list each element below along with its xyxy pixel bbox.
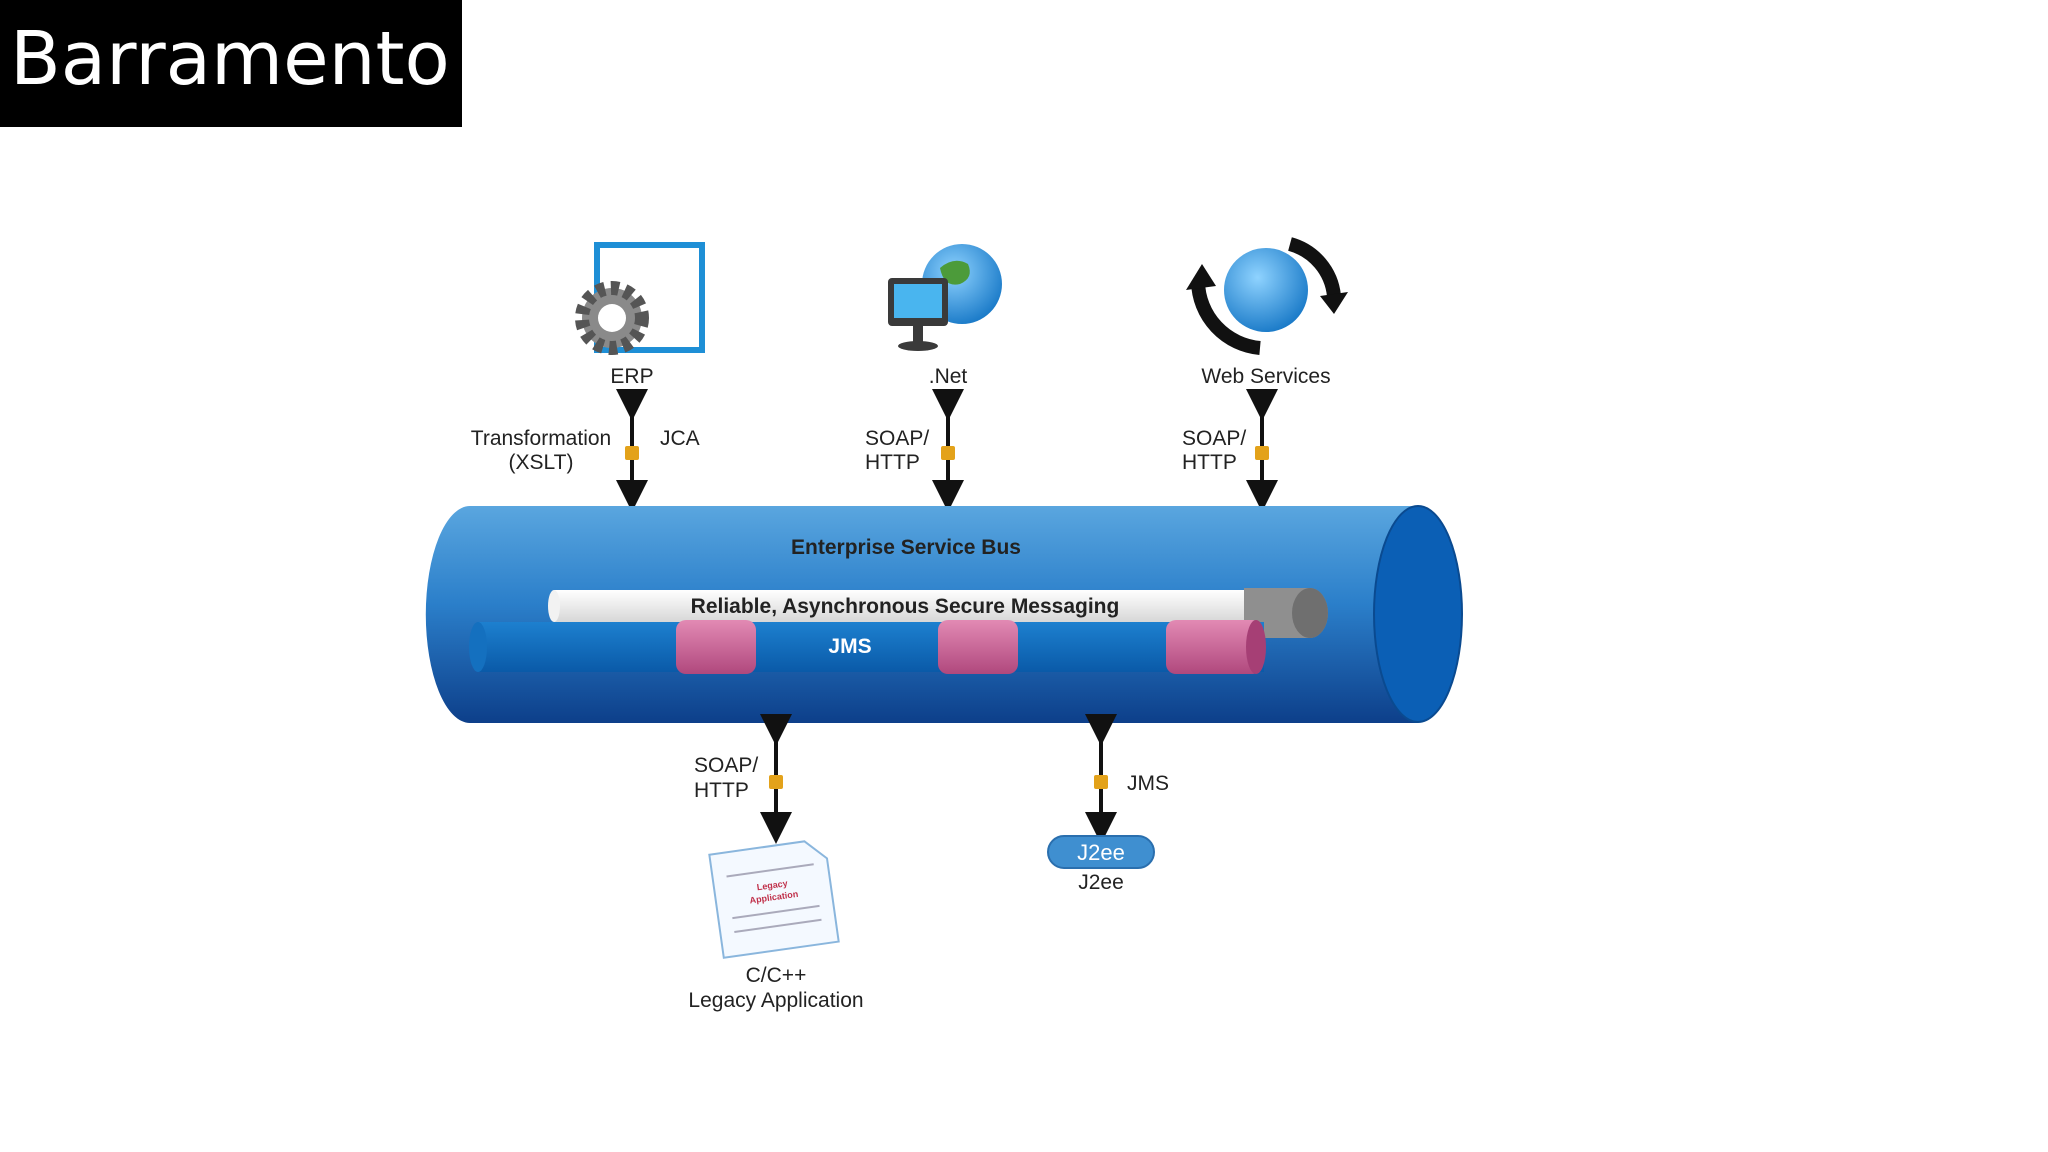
- erp-left-label-1: Transformation: [471, 427, 611, 450]
- legacy-soap-label-2: HTTP: [694, 779, 749, 802]
- erp-lock-icon: [625, 446, 639, 460]
- legacy-document-icon: Legacy Application: [708, 840, 840, 959]
- bus-title: Enterprise Service Bus: [791, 536, 1021, 559]
- j2ee-badge-text: J2ee: [1077, 840, 1125, 865]
- net-computer-globe-icon: [888, 244, 1002, 351]
- legacy-lock-icon: [769, 775, 783, 789]
- title-box: Barramento: [0, 0, 462, 127]
- erp-label: ERP: [610, 365, 653, 388]
- net-label: .Net: [929, 365, 968, 388]
- j2ee-jms-label: JMS: [1127, 772, 1169, 795]
- net-label-1: SOAP/: [865, 427, 929, 450]
- jms-segment-1: [676, 620, 756, 674]
- doc-line-1: Legacy: [756, 878, 788, 892]
- web-services-label: Web Services: [1201, 365, 1330, 388]
- erp-right-label: JCA: [660, 427, 700, 450]
- enterprise-service-bus: [425, 505, 1463, 723]
- jms-segment-3: [1166, 620, 1262, 674]
- net-label-2: HTTP: [865, 451, 920, 474]
- legacy-soap-label-1: SOAP/: [694, 754, 758, 777]
- j2ee-badge: [1047, 835, 1155, 869]
- j2ee-lock-icon: [1094, 775, 1108, 789]
- erp-left-label-2: (XSLT): [509, 451, 574, 474]
- legacy-name-1: C/C++: [746, 964, 807, 987]
- slide-title: Barramento: [10, 16, 450, 102]
- web-services-label-1: SOAP/: [1182, 427, 1246, 450]
- bus-jms-label: JMS: [828, 635, 871, 658]
- j2ee-name: J2ee: [1078, 871, 1124, 894]
- bus-messaging-label: Reliable, Asynchronous Secure Messaging: [691, 595, 1120, 618]
- legacy-name-2: Legacy Application: [688, 989, 863, 1012]
- web-services-lock-icon: [1255, 446, 1269, 460]
- net-lock-icon: [941, 446, 955, 460]
- erp-gear-icon: [575, 242, 705, 355]
- web-services-globe-icon: [1186, 237, 1348, 355]
- web-services-label-2: HTTP: [1182, 451, 1237, 474]
- jms-segment-2: [938, 620, 1018, 674]
